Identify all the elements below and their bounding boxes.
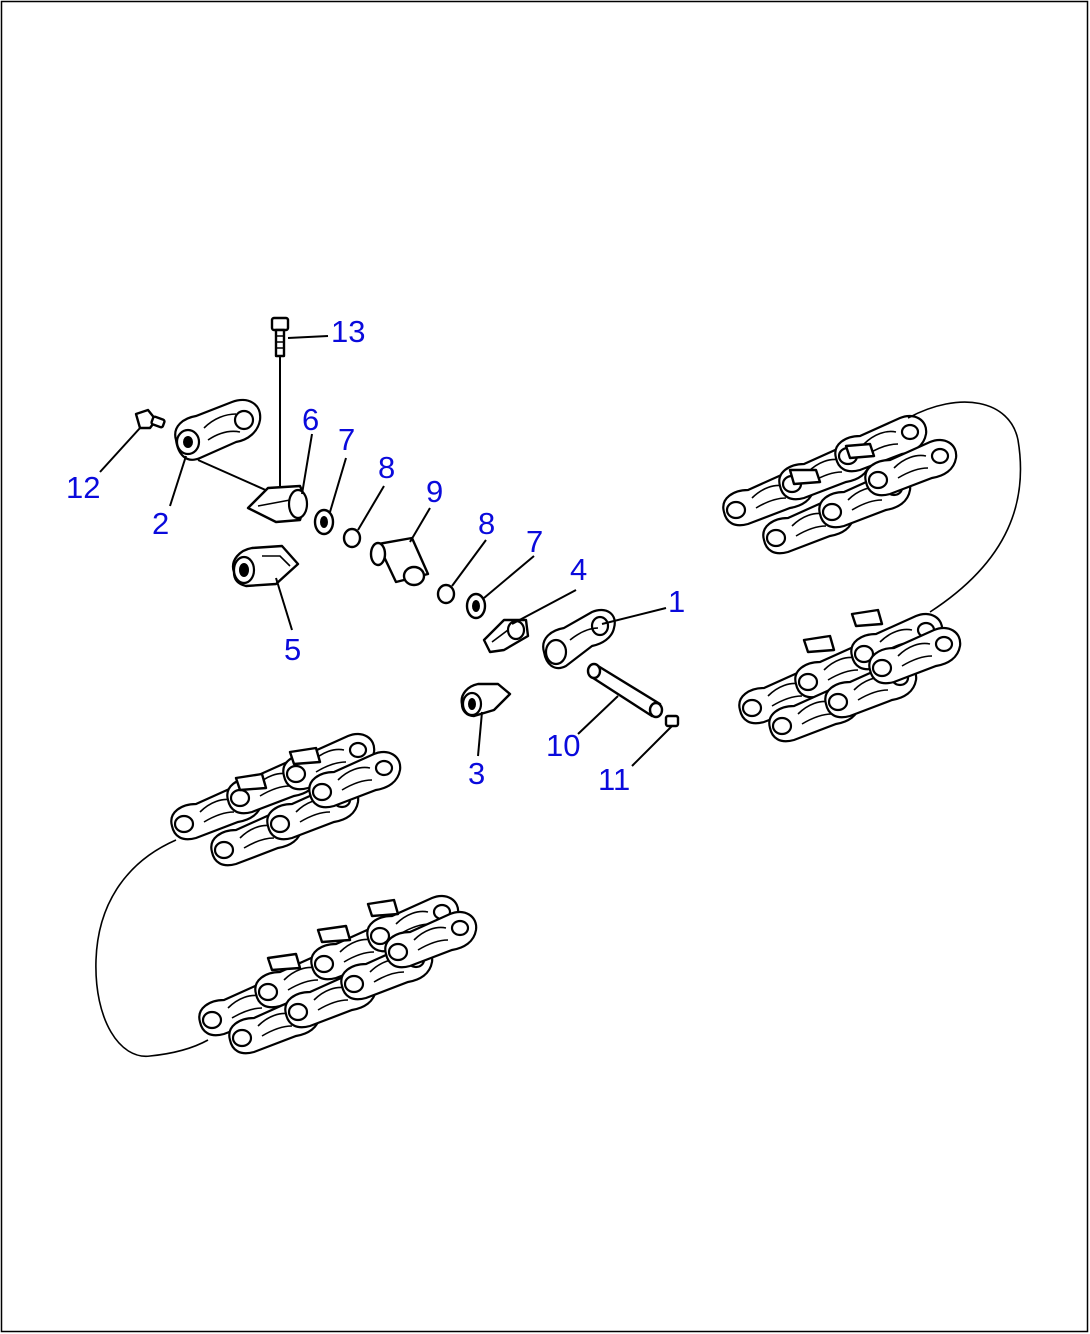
part-13-bolt <box>270 316 290 358</box>
part-12-bolt <box>134 408 166 430</box>
callout-12: 12 <box>66 470 100 505</box>
callout-8-right: 8 <box>478 506 495 541</box>
part-9-bushing <box>369 536 430 587</box>
callout-9: 9 <box>426 474 443 509</box>
track-chain-upper-left <box>170 732 402 867</box>
part-8-spacer-left <box>342 527 362 549</box>
chain-loop-wire-right <box>907 401 1022 613</box>
callout-8-left: 8 <box>378 450 395 485</box>
part-2-master-link <box>174 398 262 461</box>
part-1-master-link <box>542 608 616 670</box>
part-10-pin <box>586 662 664 719</box>
track-chain-lower-right <box>738 608 962 743</box>
part-7-seal-right <box>465 592 487 620</box>
callout-2: 2 <box>152 506 169 541</box>
callout-6: 6 <box>302 402 319 437</box>
track-chain-upper-right <box>722 414 958 555</box>
callout-1: 1 <box>668 584 685 619</box>
callout-7-left: 7 <box>338 422 355 457</box>
callout-labels: 13 12 2 6 7 8 9 5 8 7 4 1 3 10 11 <box>66 314 685 797</box>
part-6-link-piece <box>246 484 309 524</box>
part-5-link-piece <box>231 544 300 588</box>
assembly-axis-line-2 <box>197 459 271 493</box>
callout-10: 10 <box>546 728 580 763</box>
part-8-spacer-right <box>436 583 456 605</box>
track-chain-lower-left <box>198 894 478 1055</box>
chain-loop-wire-left <box>95 839 209 1057</box>
part-7-seal-left <box>313 508 335 536</box>
callout-7-right: 7 <box>526 524 543 559</box>
callout-5: 5 <box>284 632 301 667</box>
callout-3: 3 <box>468 756 485 791</box>
callout-13: 13 <box>331 314 365 349</box>
callout-11: 11 <box>598 762 630 797</box>
leader-lines <box>99 335 673 767</box>
part-4-link-piece <box>482 618 530 654</box>
part-3-link-piece <box>460 682 512 718</box>
callout-4: 4 <box>570 552 587 587</box>
part-11-stopper <box>664 714 680 728</box>
